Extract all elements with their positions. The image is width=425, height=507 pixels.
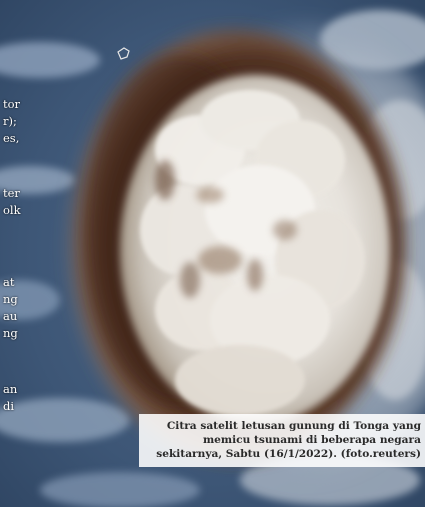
article-text-fragments: tor r); es, ter olk at ng au ng an di (0, 0, 30, 507)
text-fragment: ng (3, 326, 18, 340)
text-fragment: di (3, 399, 15, 413)
text-fragment: olk (3, 203, 21, 217)
text-fragment: es, (3, 131, 20, 145)
text-fragment: ter (3, 186, 20, 200)
caption-line: sekitarnya, Sabtu (16/1/2022). (foto.reu… (156, 448, 421, 460)
text-fragment: au (3, 309, 18, 323)
photo-caption: Citra satelit letusan gunung di Tonga ya… (139, 414, 425, 467)
text-fragment: at (3, 275, 15, 289)
caption-line: Citra satelit letusan gunung di Tonga ya… (166, 420, 421, 432)
text-fragment: an (3, 382, 18, 396)
text-fragment: r); (3, 114, 17, 128)
text-fragment: ng (3, 292, 18, 306)
caption-line: memicu tsunami di beberapa negara (202, 434, 421, 446)
text-fragment: tor (3, 97, 21, 111)
